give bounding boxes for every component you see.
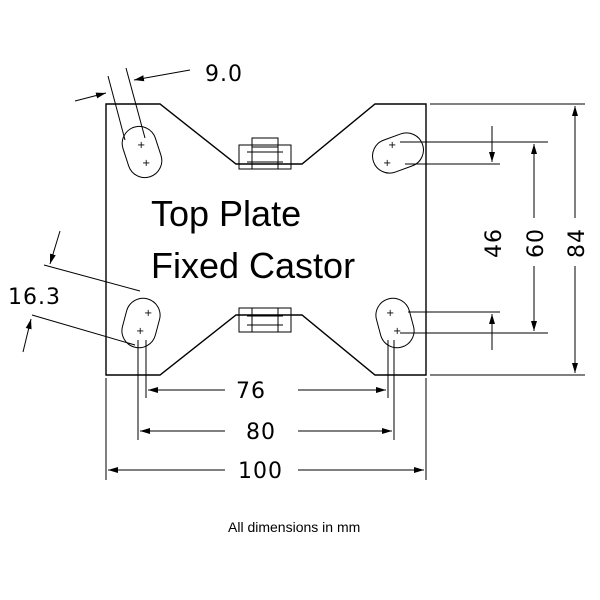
units-note: All dimensions in mm: [228, 519, 360, 535]
dim-plate-width-label: 100: [238, 459, 283, 484]
top-nut: [238, 137, 292, 170]
slot-top-right: + +: [372, 132, 424, 174]
dim-inner-horizontal-label: 76: [236, 379, 266, 404]
svg-text:+: +: [393, 326, 401, 337]
slot-bottom-left: + +: [121, 297, 161, 349]
bottom-extension-lines: [105, 340, 427, 480]
bottom-nut: [238, 307, 292, 333]
svg-text:+: +: [142, 158, 150, 169]
dim-slot-width-label: 9.0: [205, 62, 243, 87]
dim-slot-offset: [22, 230, 141, 353]
right-extension-lines: [400, 103, 585, 376]
plate-outline: [105, 103, 427, 376]
slot-top-left: + +: [121, 125, 163, 179]
title-line-1: Top Plate: [151, 193, 301, 234]
dim-plate-height-label: 84: [565, 228, 590, 258]
slot-bottom-right: + +: [375, 297, 415, 349]
svg-text:+: +: [137, 140, 145, 151]
svg-text:+: +: [144, 308, 152, 319]
dim-slot-offset-label: 16.3: [8, 285, 61, 310]
svg-text:+: +: [383, 158, 391, 169]
svg-text:+: +: [136, 326, 144, 337]
svg-text:+: +: [388, 140, 396, 151]
dim-outer-horizontal-label: 80: [246, 420, 276, 445]
dim-slot-width: [74, 67, 191, 141]
svg-text:+: +: [386, 308, 394, 319]
dim-inner-vertical-label: 46: [482, 228, 507, 258]
dim-outer-vertical-label: 60: [524, 228, 549, 258]
title-line-2: Fixed Castor: [151, 245, 355, 286]
